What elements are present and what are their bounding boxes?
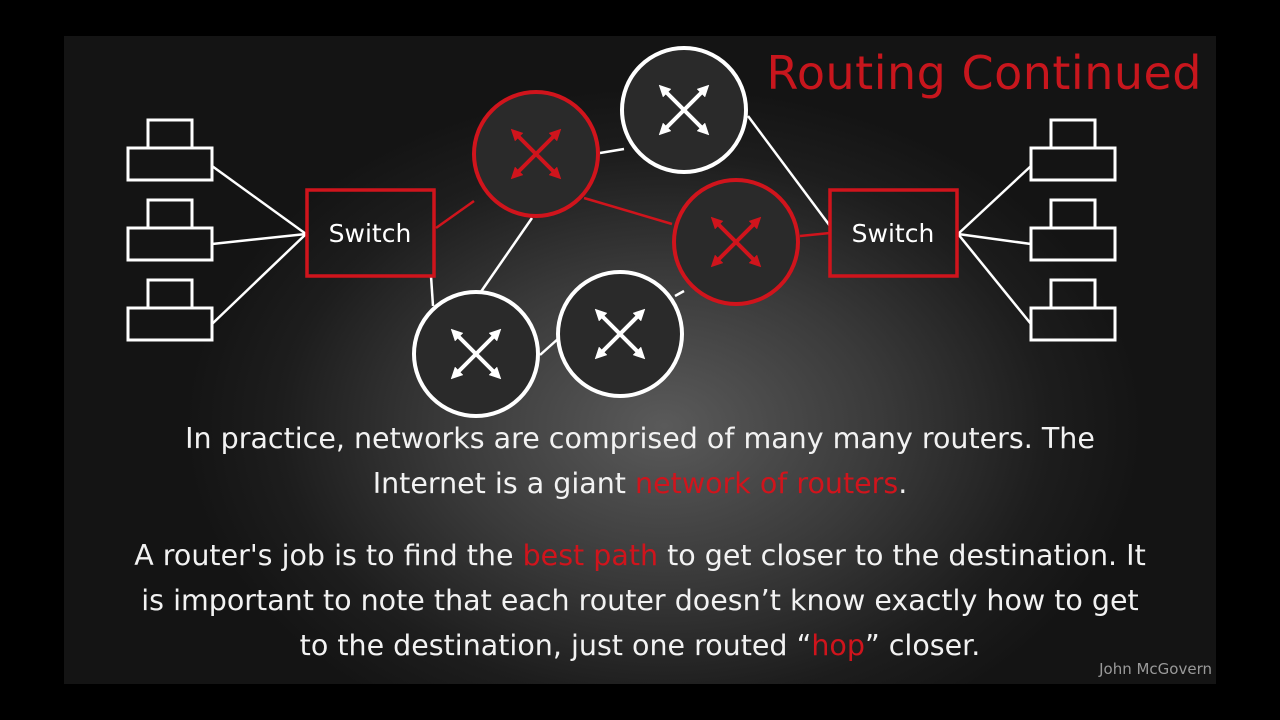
switch-right: Switch: [828, 188, 959, 278]
highlight-hop: hop: [811, 629, 865, 662]
paragraph-1-line-1: In practice, networks are comprised of m…: [185, 422, 1095, 455]
paragraph-2-line-1: A router's job is to find the best path …: [64, 533, 1216, 578]
slide: Switch Switch Routing Continued: [64, 36, 1216, 684]
paragraph-1-line-2: Internet is a giant network of routers.: [64, 461, 1216, 506]
network-diagram: Switch Switch: [126, 46, 1117, 418]
text-segment: to the destination, just one routed “: [299, 629, 812, 662]
router-icon: [620, 46, 748, 174]
slide-title: Routing Continued: [766, 46, 1202, 100]
computer-icon: [1029, 118, 1117, 342]
paragraph-2: A router's job is to find the best path …: [64, 533, 1216, 668]
text-segment: A router's job is to find the: [134, 539, 523, 572]
text-segment: Internet is a giant: [372, 467, 636, 500]
author-credit: John McGovern: [1099, 660, 1212, 678]
highlight-network-of-routers: network of routers: [635, 467, 899, 500]
paragraph-2-line-2: is important to note that each router do…: [141, 584, 1139, 617]
switch-left-label: Switch: [329, 219, 412, 248]
router-icon: [472, 90, 600, 218]
switch-icon: [305, 188, 436, 278]
switch-left: Switch: [305, 188, 436, 278]
computer-icon: [126, 118, 214, 342]
best-path-links: [435, 196, 831, 238]
text-segment: .: [898, 467, 908, 500]
router-links: [429, 115, 832, 356]
paragraph-1: In practice, networks are comprised of m…: [64, 416, 1216, 506]
paragraph-2-line-3: to the destination, just one routed “hop…: [64, 623, 1216, 668]
text-segment: to get closer to the destination. It: [658, 539, 1146, 572]
highlight-best-path: best path: [522, 539, 659, 572]
router-icon: [412, 290, 540, 418]
router-icon: [672, 178, 800, 306]
host-links: [211, 164, 1032, 325]
text-segment: ” closer.: [864, 629, 981, 662]
router-icon: [556, 270, 684, 398]
switch-icon: [828, 188, 959, 278]
switch-right-label: Switch: [852, 219, 935, 248]
